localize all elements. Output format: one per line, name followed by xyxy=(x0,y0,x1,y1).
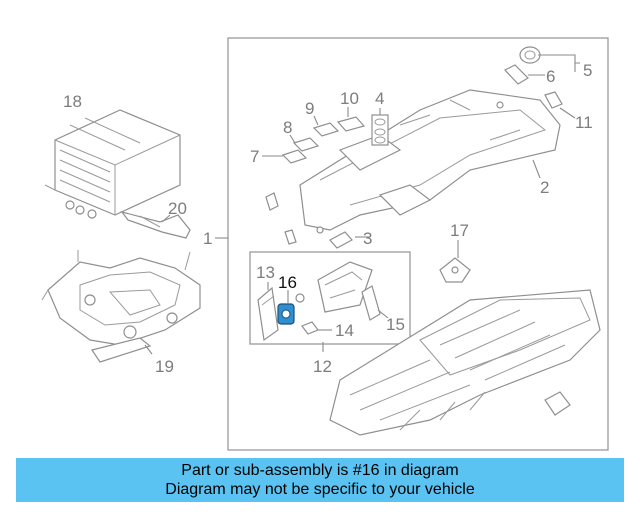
label-5: 5 xyxy=(583,61,592,80)
label-3: 3 xyxy=(363,229,372,248)
label-20: 20 xyxy=(168,199,187,218)
part-small-clip-b xyxy=(284,229,297,245)
banner-line-1: Part or sub-assembly is #16 in diagram xyxy=(181,462,459,479)
part-9-pad xyxy=(312,122,340,137)
part-18-charger xyxy=(44,109,181,219)
label-10: 10 xyxy=(340,89,359,108)
label-19: 19 xyxy=(155,357,174,376)
label-4: 4 xyxy=(375,89,384,108)
part-small-clip-a xyxy=(265,192,279,211)
part-13-cover xyxy=(257,286,279,342)
label-13: 13 xyxy=(256,263,275,282)
banner-line-2: Diagram may not be specific to your vehi… xyxy=(165,481,475,498)
part-4-grommet xyxy=(371,114,389,146)
label-7: 7 xyxy=(250,147,259,166)
part-5-plug xyxy=(519,46,541,64)
battery-tray xyxy=(329,289,601,436)
part-6-seal xyxy=(504,64,529,85)
part-17-bracket xyxy=(439,257,471,283)
label-6: 6 xyxy=(546,67,555,86)
part-11-clip xyxy=(544,91,563,109)
label-8: 8 xyxy=(283,118,292,137)
subassembly-frame-12 xyxy=(249,251,411,345)
part-15-plate xyxy=(361,285,381,321)
part-7-pad xyxy=(281,149,308,164)
label-15: 15 xyxy=(386,315,405,334)
label-14: 14 xyxy=(335,321,354,340)
label-9: 9 xyxy=(305,99,314,118)
leader-lines xyxy=(144,54,580,355)
label-1: 1 xyxy=(203,229,212,248)
label-11: 11 xyxy=(575,113,593,132)
label-17: 17 xyxy=(450,221,469,240)
info-banner: Part or sub-assembly is #16 in diagram D… xyxy=(16,458,624,502)
part-2-upper-cover xyxy=(299,89,561,234)
part-connector-block xyxy=(295,261,373,313)
label-12: 12 xyxy=(313,357,332,376)
part-19-mount-frame xyxy=(41,250,201,363)
part-16-highlighted[interactable] xyxy=(277,303,295,325)
part-10-pad xyxy=(336,116,366,132)
assembly-frame xyxy=(227,37,609,451)
part-3-bracket xyxy=(329,231,353,249)
part-8-pad xyxy=(292,137,320,152)
label-16: 16 xyxy=(278,273,297,292)
part-14-clip xyxy=(301,321,319,335)
label-18: 18 xyxy=(63,92,82,111)
parts-diagram: 1 2 3 4 5 6 7 8 9 10 11 12 13 14 15 16 1… xyxy=(41,37,609,451)
label-2: 2 xyxy=(540,178,549,197)
